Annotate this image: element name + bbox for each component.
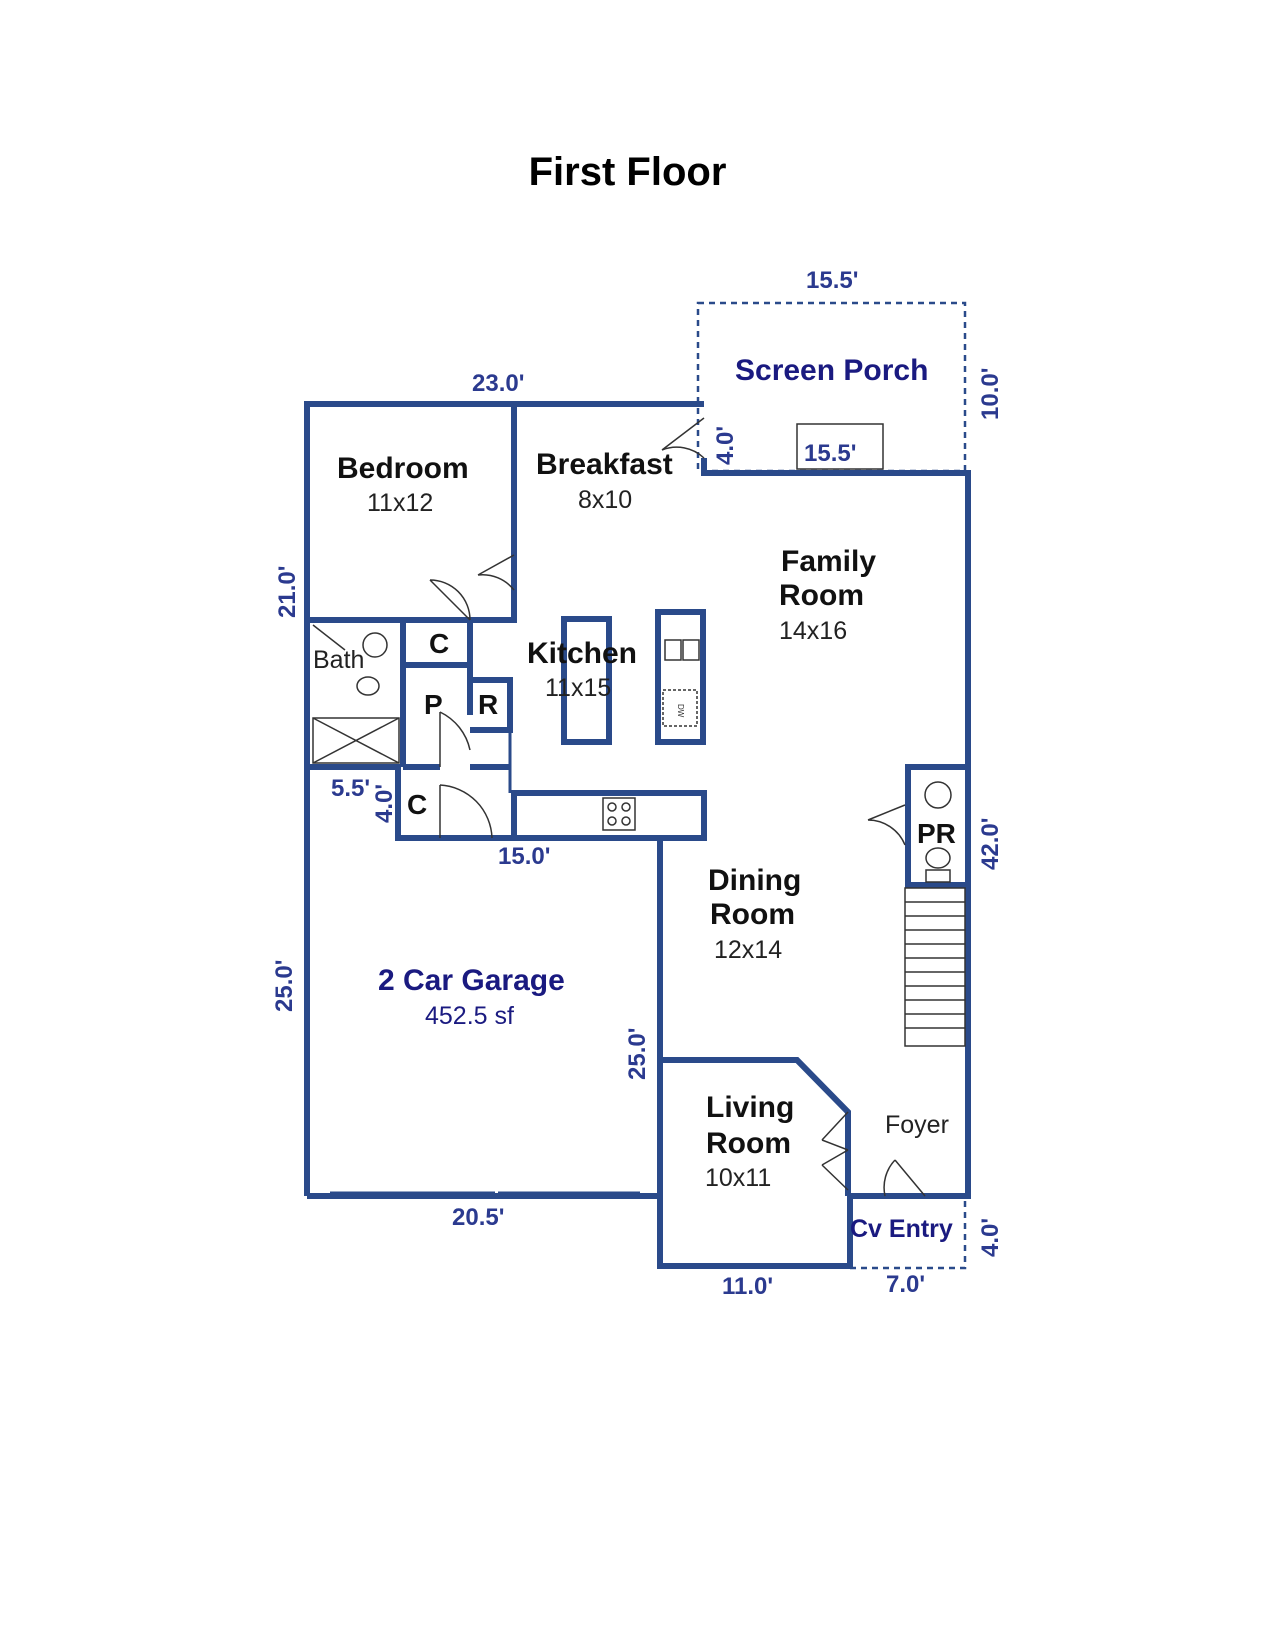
powder-door-swing [867,804,906,846]
cooktop-icon [602,797,636,831]
closet-upper-walls [403,617,473,668]
dim-garage-bottom: 20.5' [452,1204,504,1231]
sink-counter [655,609,706,745]
covered-entry-name: Cv Entry [850,1215,953,1243]
kitchen-name: Kitchen [527,637,637,670]
dim-garage-top: 15.0' [498,843,550,870]
powder-room-name: PR [917,818,956,849]
family-room-name-line1: Family [781,545,876,578]
pantry-door-swing [439,711,471,767]
fridge-box [470,677,513,733]
dim-garage-left: 25.0' [271,960,298,1012]
bedroom-name: Bedroom [337,452,469,485]
staircase [904,887,966,1047]
foyer-door-swing [883,1159,926,1197]
powder-sink [924,781,952,809]
porch-door-swing [661,417,705,459]
family-room-name-line2: Room [779,579,864,612]
kitchen-size: 11x15 [545,674,611,702]
dim-top-wall: 23.0' [472,370,524,397]
dim-porch-top: 15.5' [806,267,858,294]
bedroom-right-wall [470,404,517,623]
living-room-size: 10x11 [705,1164,771,1192]
breakfast-name: Breakfast [536,448,673,481]
screen-porch-outline [696,301,967,473]
closet-lower-name: C [407,789,427,820]
powder-room-walls [905,764,968,888]
porch-step [796,423,884,470]
kitchen-sink-bowl-2 [682,639,700,661]
powder-toilet [925,847,951,869]
dim-porch-inner: 15.5' [804,440,856,467]
closet-lower-door-swing [439,784,493,839]
bath-toilet [356,676,380,696]
dim-right-side: 42.0' [977,818,1004,870]
garage-size: 452.5 sf [425,1002,514,1030]
covered-entry-outline [850,1197,967,1270]
dim-living-bottom: 11.0' [722,1273,773,1300]
living-room-name-line2: Room [706,1127,791,1160]
dim-door-gap: 4.0' [712,426,739,465]
living-door-swing [821,1111,849,1191]
dishwasher-outline [662,689,698,727]
dim-closet-width: 5.5' [331,775,370,802]
screen-porch-name: Screen Porch [735,354,928,387]
pantry-name: P [424,689,443,720]
bath-sink [362,632,388,658]
dim-entry-side: 4.0' [977,1218,1004,1257]
dishwasher-label: DW [676,704,685,718]
family-room-size: 14x16 [779,617,847,645]
closet-upper-name: C [429,628,449,659]
dim-entry-bottom: 7.0' [886,1271,925,1298]
living-room-name-line1: Living [706,1091,794,1124]
bedroom-size: 11x12 [367,489,433,517]
breakfast-size: 8x10 [578,486,632,514]
dim-garage-right: 25.0' [624,1028,651,1080]
dining-room-name-line1: Dining [708,864,801,897]
dining-room-name-line2: Room [710,898,795,931]
breakfast-door-swing [477,554,515,591]
page-title: First Floor [528,150,727,194]
kitchen-island [561,616,612,745]
foyer-name: Foyer [885,1111,949,1139]
dim-left-upper: 21.0' [274,566,301,618]
bathtub [312,717,400,764]
garage-name: 2 Car Garage [378,964,565,997]
kitchen-counter-range [511,790,707,841]
dining-room-size: 12x14 [714,936,782,964]
kitchen-sink-bowl-1 [664,639,682,661]
dim-closet-height: 4.0' [371,784,398,823]
bath-name: Bath [313,646,364,674]
bedroom-door-swing [429,579,471,621]
dim-porch-side: 10.0' [977,368,1004,420]
refrigerator-name: R [478,689,498,720]
